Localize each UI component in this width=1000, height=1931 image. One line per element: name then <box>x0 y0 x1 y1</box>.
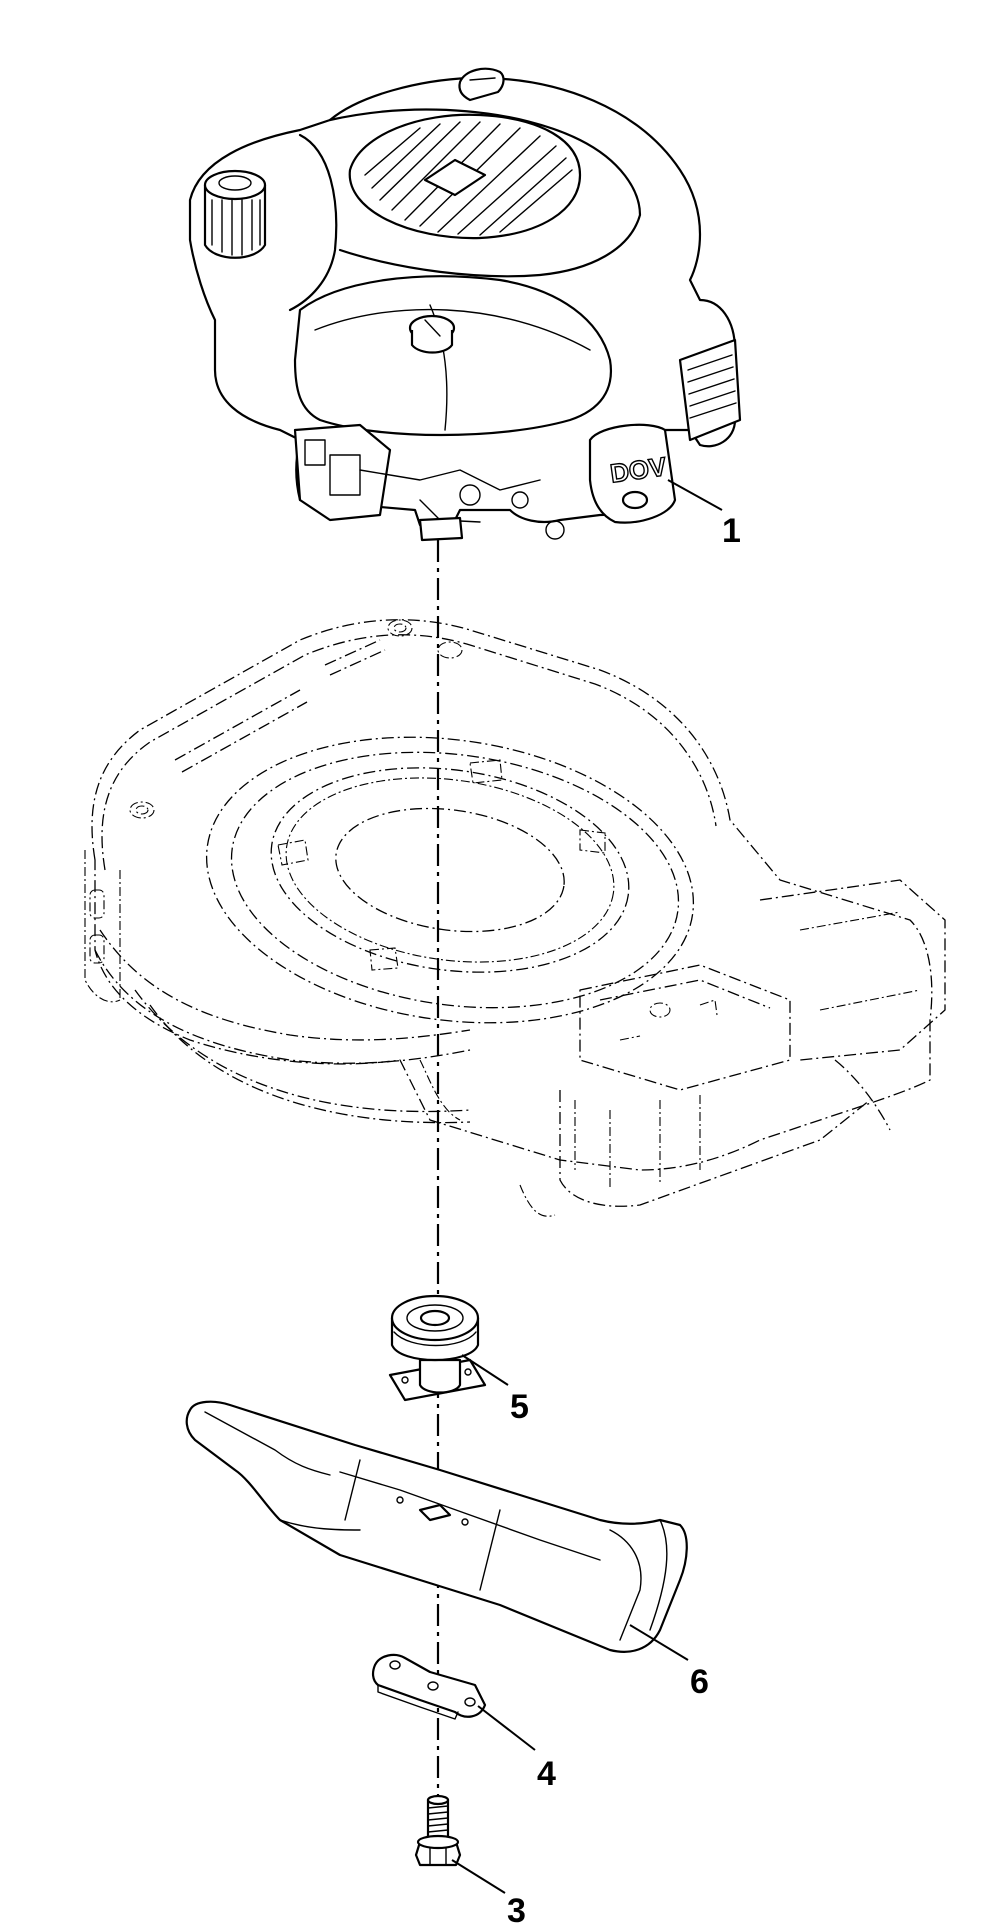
blade-washer <box>371 1653 487 1720</box>
callout-blade-adapter: 5 <box>510 1388 529 1426</box>
callout-blade: 6 <box>690 1663 709 1701</box>
leader-blade-washer <box>477 1705 536 1751</box>
engine: DOV <box>188 67 742 542</box>
leader-blade-adapter <box>461 1354 509 1386</box>
callout-engine: 1 <box>722 512 741 550</box>
mower-blade <box>185 1400 688 1653</box>
blade-bolt <box>414 1794 462 1867</box>
callout-blade-bolt: 3 <box>507 1892 526 1926</box>
leader-engine <box>667 479 723 511</box>
callout-blade-washer: 4 <box>537 1755 556 1793</box>
mower-deck-phantom <box>84 619 946 1217</box>
leader-blade-bolt <box>451 1859 506 1894</box>
leader-blade <box>629 1624 689 1661</box>
blade-adapter <box>388 1294 487 1402</box>
